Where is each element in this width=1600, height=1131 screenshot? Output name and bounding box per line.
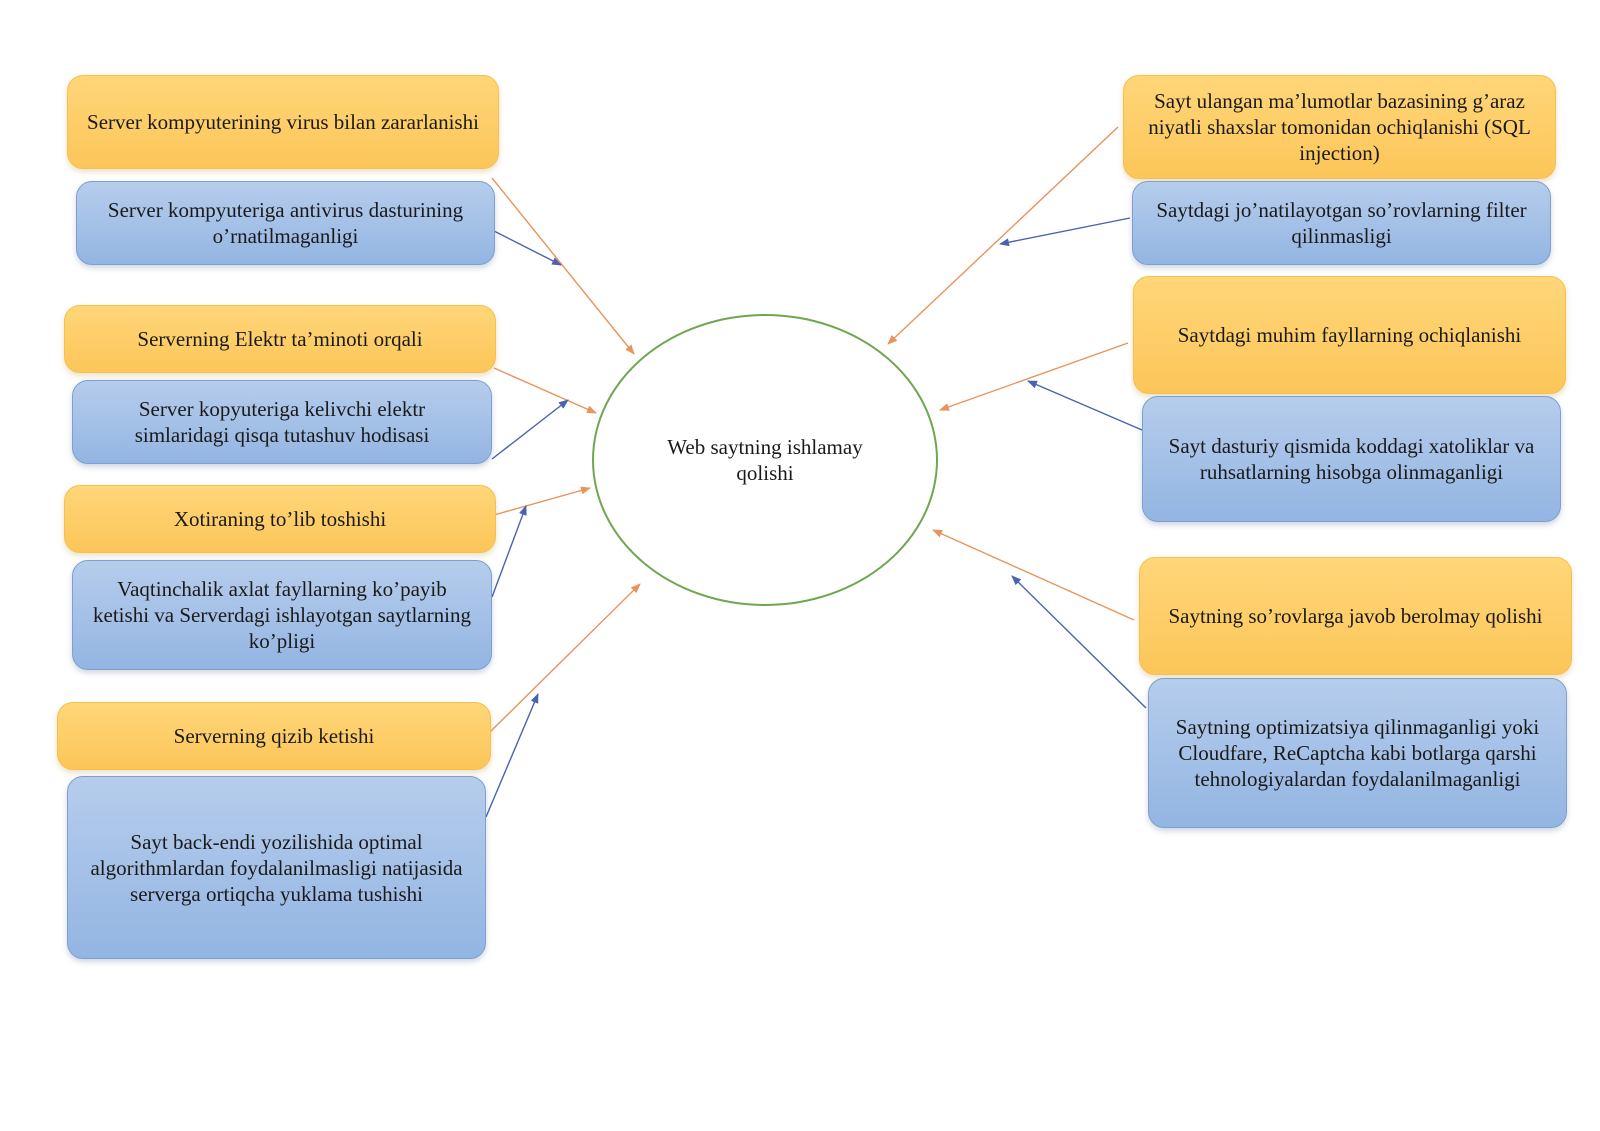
left-cause-3-label: Xotiraning to’lib toshishi — [173, 507, 387, 531]
left-cause-4-label: Serverning qizib ketishi — [173, 724, 375, 748]
arrow-left-4-cause — [489, 583, 641, 733]
arrow-left-1-reason — [493, 230, 562, 266]
left-reason-1-label: Server kompyuteriga antivirus dasturinin… — [107, 198, 464, 248]
left-cause-1-label: Server kompyuterining virus bilan zararl… — [87, 110, 479, 134]
right-cause-1: Sayt ulangan ma’lumotlar bazasining g’ar… — [1123, 75, 1556, 179]
right-cause-2-label: Saytdagi muhim fayllarning ochiqlanishi — [1177, 323, 1522, 347]
right-reason-3: Saytning optimizatsiya qilinmaganligi yo… — [1148, 678, 1567, 828]
right-reason-3-label: Saytning optimizatsiya qilinmaganligi yo… — [1175, 715, 1540, 791]
right-cause-3: Saytning so’rovlarga javob berolmay qoli… — [1139, 557, 1572, 675]
arrow-right-3-cause — [932, 529, 1135, 621]
right-cause-3-label: Saytning so’rovlarga javob berolmay qoli… — [1168, 604, 1543, 628]
arrow-right-2-cause — [939, 342, 1129, 411]
left-reason-4-label: Sayt back-endi yozilishida optimal algor… — [90, 829, 463, 906]
arrow-right-2-reason — [1027, 380, 1143, 431]
right-reason-2-label: Sayt dasturiy qismida koddagi xatoliklar… — [1168, 434, 1535, 484]
left-cause-1: Server kompyuterining virus bilan zararl… — [67, 75, 499, 169]
arrow-left-2-reason — [491, 399, 569, 460]
arrow-left-2-cause — [493, 367, 597, 414]
left-reason-4: Sayt back-endi yozilishida optimal algor… — [67, 776, 486, 959]
arrow-right-1-reason — [999, 217, 1131, 247]
right-cause-2: Saytdagi muhim fayllarning ochiqlanishi — [1133, 276, 1566, 394]
arrow-right-3-reason — [1011, 575, 1147, 709]
left-cause-2: Serverning Elektr ta’minoti orqali — [64, 305, 496, 373]
left-cause-3: Xotiraning to’lib toshishi — [64, 485, 496, 553]
central-problem-label: Web saytning ishlamay qolishi — [667, 435, 863, 485]
right-reason-2: Sayt dasturiy qismida koddagi xatoliklar… — [1142, 396, 1561, 522]
left-reason-3: Vaqtinchalik axlat fayllarning ko’payib … — [72, 560, 492, 670]
right-reason-1-label: Saytdagi jo’natilayotgan so’rovlarning f… — [1156, 198, 1527, 248]
right-cause-1-label: Sayt ulangan ma’lumotlar bazasining g’ar… — [1148, 89, 1531, 165]
arrow-right-1-cause — [887, 126, 1119, 345]
left-reason-2: Server kopyuteriga kelivchi elektr simla… — [72, 380, 492, 464]
arrow-left-1-cause — [491, 177, 635, 355]
central-problem-ellipse: Web saytning ishlamay qolishi — [592, 314, 938, 606]
left-reason-3-label: Vaqtinchalik axlat fayllarning ko’payib … — [93, 577, 471, 653]
right-reason-1: Saytdagi jo’natilayotgan so’rovlarning f… — [1132, 181, 1551, 265]
left-reason-1: Server kompyuteriga antivirus dasturinin… — [76, 181, 495, 265]
arrow-left-4-reason — [485, 693, 539, 818]
left-cause-2-label: Serverning Elektr ta’minoti orqali — [137, 327, 423, 351]
arrow-left-3-reason — [491, 505, 527, 598]
left-cause-4: Serverning qizib ketishi — [57, 702, 491, 770]
arrow-left-3-cause — [493, 486, 591, 516]
left-reason-2-label: Server kopyuteriga kelivchi elektr simla… — [134, 397, 430, 447]
